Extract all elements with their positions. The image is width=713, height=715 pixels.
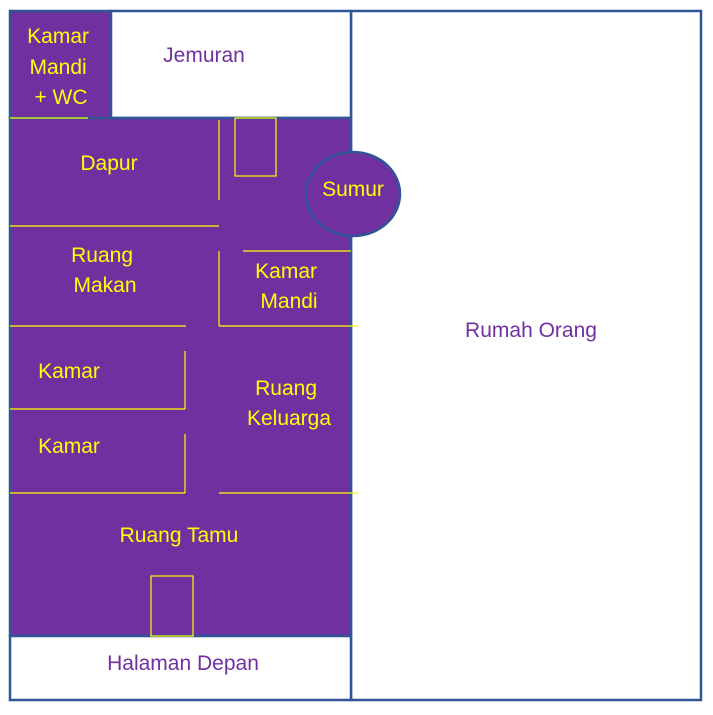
label-kamar-1: Kamar — [38, 360, 100, 383]
label-rumah-orang: Rumah Orang — [465, 319, 597, 342]
back-door — [234, 117, 277, 177]
jemuran-area — [109, 9, 353, 120]
label-ruang-keluarga: Ruang Keluarga — [247, 377, 331, 430]
interior-walls — [10, 117, 358, 494]
label-ruang-tamu: Ruang Tamu — [120, 524, 239, 547]
label-dapur: Dapur — [80, 152, 137, 175]
label-jemuran: Jemuran — [163, 44, 245, 67]
label-kamar-mandi-wc: Kamar Mandi + WC — [27, 25, 95, 109]
label-kamar-2: Kamar — [38, 435, 100, 458]
halaman-depan-area — [8, 634, 353, 702]
label-sumur: Sumur — [322, 178, 384, 201]
kamar-mandi-wc-area — [8, 9, 113, 120]
front-door — [150, 575, 194, 637]
label-kamar-mandi: Kamar Mandi — [255, 260, 323, 313]
rumah-orang-area — [349, 9, 703, 702]
house-interior-area — [8, 116, 353, 638]
label-halaman-depan: Halaman Depan — [107, 652, 259, 675]
label-ruang-makan: Ruang Makan — [71, 244, 139, 297]
sumur-well — [304, 150, 402, 238]
